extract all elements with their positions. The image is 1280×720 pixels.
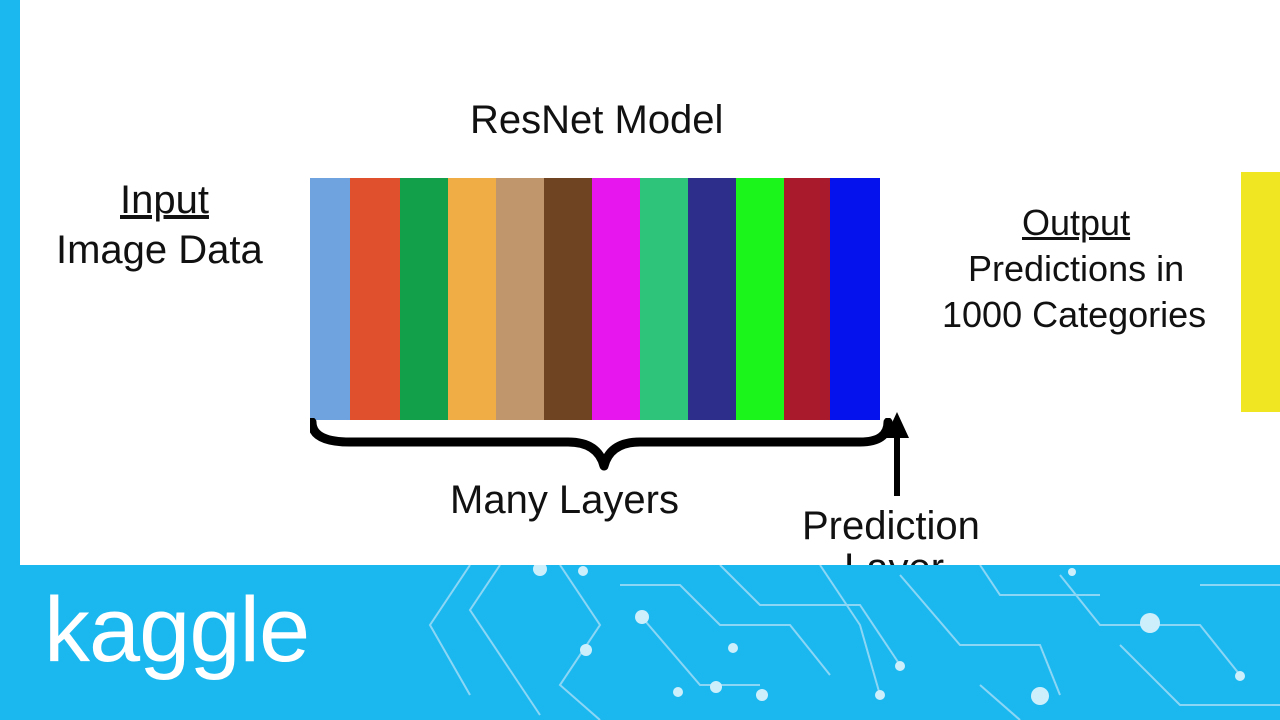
diagram-title: ResNet Model [470, 98, 724, 142]
input-subtitle: Image Data [56, 228, 263, 272]
layer-stripe-7 [592, 178, 640, 420]
input-heading: Input [120, 178, 209, 222]
layer-stripe-2 [350, 178, 400, 420]
layer-stripe-5 [496, 178, 544, 420]
layer-stripe-8 [640, 178, 688, 420]
prediction-layer-label-line1: Prediction [802, 504, 980, 548]
output-subtitle-line2: 1000 Categories [942, 294, 1207, 335]
prediction-layer-label-line2: Layer [844, 546, 944, 565]
layer-stripe-12 [830, 178, 880, 420]
many-layers-label: Many Layers [450, 478, 679, 522]
prediction-arrow [885, 412, 909, 496]
layer-stripe-6 [544, 178, 592, 420]
kaggle-logo: kaggle [44, 579, 310, 681]
layer-stripe-9 [688, 178, 736, 420]
layer-stripe-3 [400, 178, 448, 420]
slide: ResNet Model Input Image Data Many Layer… [20, 0, 1280, 565]
output-heading: Output [1022, 202, 1131, 243]
output-subtitle-line1: Predictions in [968, 248, 1185, 289]
circuit-pattern [428, 565, 1280, 720]
many-layers-brace [310, 418, 893, 471]
layer-stripe-11 [784, 178, 830, 420]
output-bar [1241, 172, 1280, 412]
layer-stripe-1 [310, 178, 350, 420]
layer-stack [310, 178, 880, 420]
layer-stripe-4 [448, 178, 496, 420]
layer-stripe-10 [736, 178, 784, 420]
